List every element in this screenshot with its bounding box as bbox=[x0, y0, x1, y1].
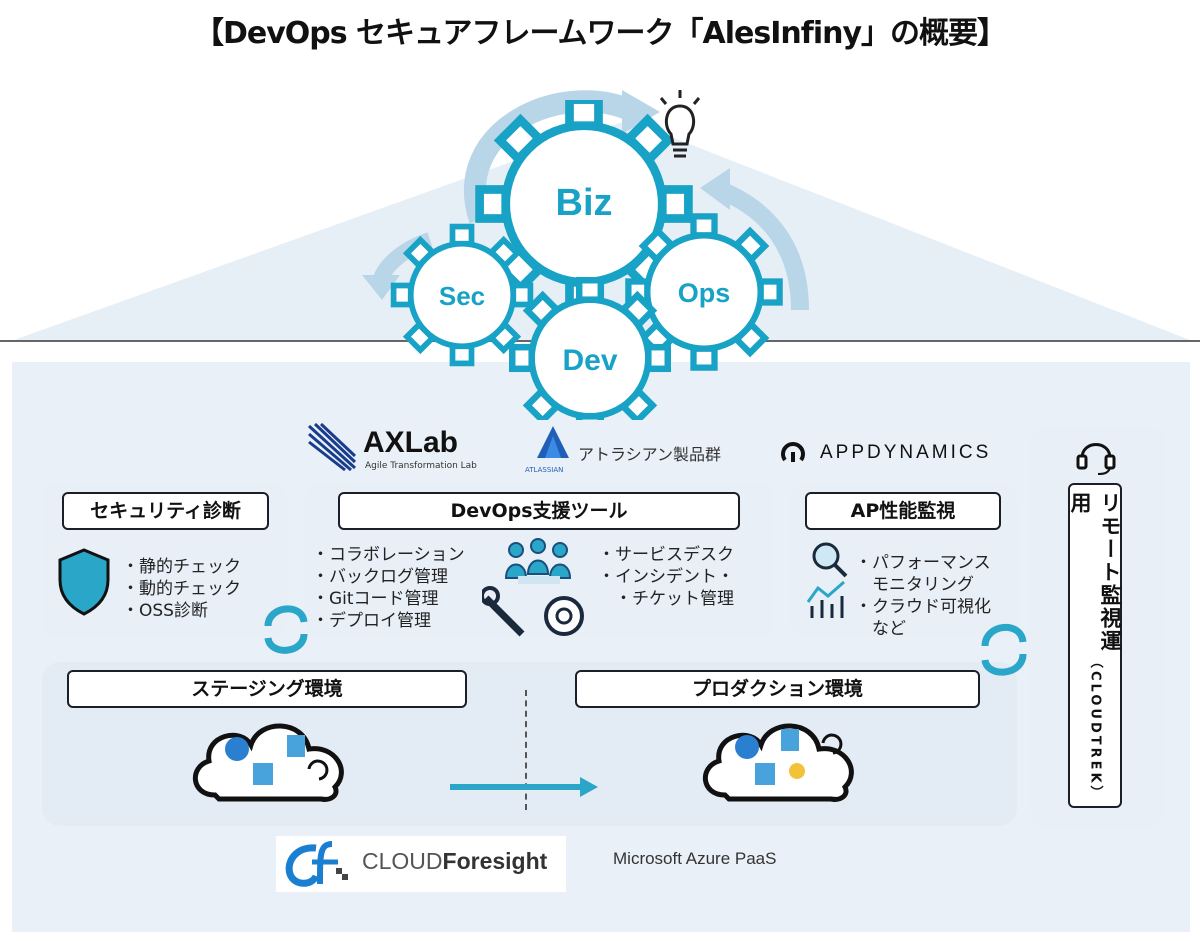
cloudforesight-text-a: CLOUD bbox=[362, 848, 443, 874]
security-item: 静的チェック bbox=[122, 556, 241, 578]
env-divider bbox=[525, 690, 527, 810]
devops-item: バックログ管理 bbox=[312, 566, 465, 588]
remote-box bbox=[1068, 483, 1122, 808]
gear-label-ops: Ops bbox=[678, 278, 731, 308]
ap-title: AP性能監視 bbox=[805, 492, 1001, 530]
gear-label-dev: Dev bbox=[562, 344, 617, 377]
shield-icon bbox=[58, 548, 110, 616]
deploy-arrow bbox=[450, 777, 598, 797]
remote-sub: （CLOUDTREK） bbox=[1087, 655, 1103, 802]
production-cloud-icon bbox=[702, 723, 854, 802]
gear-label-sec: Sec bbox=[439, 281, 485, 311]
ap-item: など bbox=[872, 619, 906, 639]
security-item: 動的チェック bbox=[122, 578, 241, 600]
ap-items: ・パフォーマンス モニタリング ・クラウド可視化 など bbox=[855, 552, 991, 640]
axlab-logo-sub: Agile Transformation Lab bbox=[365, 461, 477, 471]
sync-arrows-icon-left bbox=[264, 605, 308, 654]
ap-item: ・クラウド可視化 bbox=[855, 597, 991, 617]
monitoring-icon bbox=[806, 542, 848, 618]
atlassian-products-text: アトラシアン製品群 bbox=[578, 445, 722, 464]
remote-text: リモート監視運用 （CLOUDTREK） bbox=[1068, 492, 1122, 802]
appdynamics-logo-icon bbox=[781, 442, 805, 462]
sync-arrows-icon-right bbox=[981, 623, 1027, 676]
appdynamics-logo-text: APPDYNAMICS bbox=[820, 442, 992, 463]
axlab-logo-text: AXLab bbox=[363, 426, 459, 459]
page-title: 【DevOps セキュアフレームワーク「AlesInfiny」の概要】 bbox=[193, 16, 1007, 51]
devops-left-items: コラボレーション バックログ管理 Gitコード管理 デプロイ管理 bbox=[312, 544, 465, 632]
remote-title: リモート監視運用 bbox=[1068, 492, 1122, 653]
staging-cloud-icon bbox=[192, 723, 344, 802]
axlab-logo-icon bbox=[307, 422, 357, 472]
security-item: OSS診断 bbox=[122, 600, 241, 622]
lightbulb-icon bbox=[659, 90, 701, 158]
gears-group: Biz Sec Ops Dev bbox=[380, 100, 800, 420]
ap-item: ・パフォーマンス bbox=[855, 553, 991, 573]
atlassian-logo-label: ATLASSIAN bbox=[525, 466, 564, 474]
ap-item: モニタリング bbox=[872, 575, 974, 595]
cloudforesight-logo: CLOUDForesight bbox=[276, 836, 566, 892]
headset-icon bbox=[1076, 443, 1116, 475]
devops-right-items: サービスデスク インシデント・ チケット管理 bbox=[598, 544, 734, 610]
devops-item: デプロイ管理 bbox=[312, 610, 465, 632]
cloudforesight-logo-icon bbox=[285, 841, 348, 887]
gear-label-biz: Biz bbox=[556, 182, 613, 224]
production-title: プロダクション環境 bbox=[575, 670, 980, 708]
devops-item: Gitコード管理 bbox=[312, 588, 465, 610]
cloudforesight-text-b: Foresight bbox=[442, 848, 548, 874]
team-tools-icon bbox=[482, 538, 584, 637]
security-items: 静的チェック 動的チェック OSS診断 bbox=[122, 556, 241, 622]
house-body bbox=[12, 362, 1190, 932]
security-title: セキュリティ診断 bbox=[62, 492, 269, 530]
staging-title: ステージング環境 bbox=[67, 670, 467, 708]
devops-item: コラボレーション bbox=[312, 544, 465, 566]
devops-item: サービスデスク bbox=[598, 544, 734, 566]
devops-item: チケット管理 bbox=[598, 588, 734, 610]
devops-title: DevOps支援ツール bbox=[338, 492, 740, 530]
atlassian-logo-icon bbox=[537, 426, 569, 458]
devops-item: インシデント・ bbox=[598, 566, 734, 588]
azure-paas-text: Microsoft Azure PaaS bbox=[613, 849, 777, 868]
